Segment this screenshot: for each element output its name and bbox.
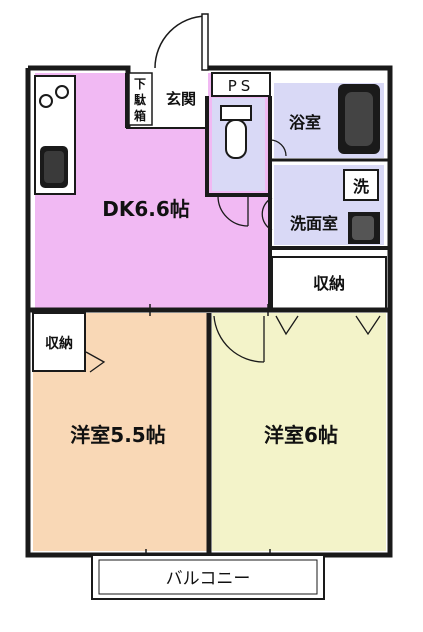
pipe-space-label: PS bbox=[228, 77, 255, 95]
wash-basin-icon bbox=[348, 212, 380, 244]
kitchen-counter bbox=[34, 75, 76, 195]
washer-box bbox=[343, 169, 379, 201]
washer-label: 洗 bbox=[353, 177, 369, 196]
western-room-b bbox=[212, 313, 386, 551]
western-a-label: 洋室5.5帖 bbox=[70, 423, 165, 447]
entrance-label: 玄関 bbox=[166, 90, 196, 108]
bathtub-icon bbox=[338, 84, 380, 154]
toilet-icon bbox=[220, 105, 252, 159]
shoe-box-label-1: 下 bbox=[134, 77, 146, 91]
shoe-box bbox=[128, 72, 153, 126]
entrance-door-icon bbox=[154, 13, 209, 71]
balcony bbox=[91, 554, 325, 600]
dk-label: DK6.6帖 bbox=[102, 197, 190, 221]
interior-walls bbox=[30, 73, 388, 553]
western-b-label: 洋室6帖 bbox=[264, 423, 338, 447]
storage-right bbox=[271, 256, 387, 311]
storage-left-label: 収納 bbox=[45, 335, 73, 352]
stove-burner-icon bbox=[55, 85, 69, 99]
balcony-label: バルコニー bbox=[166, 569, 251, 589]
stove-burner-icon bbox=[39, 94, 53, 108]
storage-right-label: 収納 bbox=[313, 274, 345, 293]
bath-label: 浴室 bbox=[289, 113, 321, 132]
shoe-box-label-2: 駄 bbox=[134, 92, 147, 107]
pipe-space-box bbox=[211, 72, 271, 97]
storage-left bbox=[32, 312, 86, 372]
door-swings bbox=[85, 139, 381, 373]
shoe-box-label-3: 箱 bbox=[134, 108, 146, 123]
washroom-label: 洗面室 bbox=[290, 214, 338, 233]
